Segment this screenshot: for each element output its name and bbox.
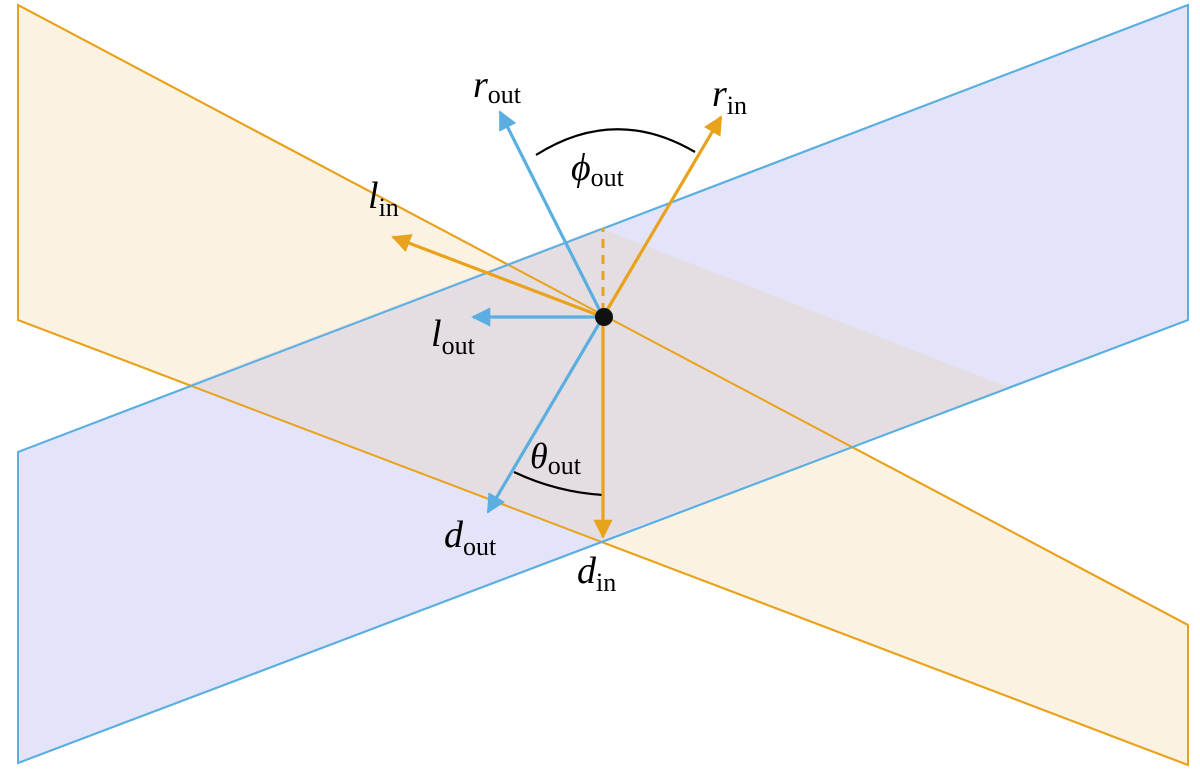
d-out-vector	[486, 316, 605, 514]
label-theta-out: θout	[530, 436, 582, 480]
label-r-out: rout	[473, 64, 522, 109]
plane-out-lower-edge	[17, 319, 1189, 764]
origin-point	[595, 308, 613, 326]
label-phi-out: ϕout	[571, 147, 625, 192]
l-in-vector	[391, 234, 604, 319]
label-l-in: lin	[368, 175, 399, 222]
label-r-in: rin	[712, 73, 747, 120]
r-out-vector	[498, 110, 605, 318]
label-l-out: lout	[431, 313, 476, 360]
label-d-out: dout	[444, 514, 497, 561]
theta-out-arc	[513, 471, 604, 497]
plane-overlap-region	[190, 228, 1010, 540]
r-in-vector	[601, 115, 723, 318]
label-d-in: din	[577, 550, 616, 597]
phi-out-arc	[535, 128, 696, 156]
